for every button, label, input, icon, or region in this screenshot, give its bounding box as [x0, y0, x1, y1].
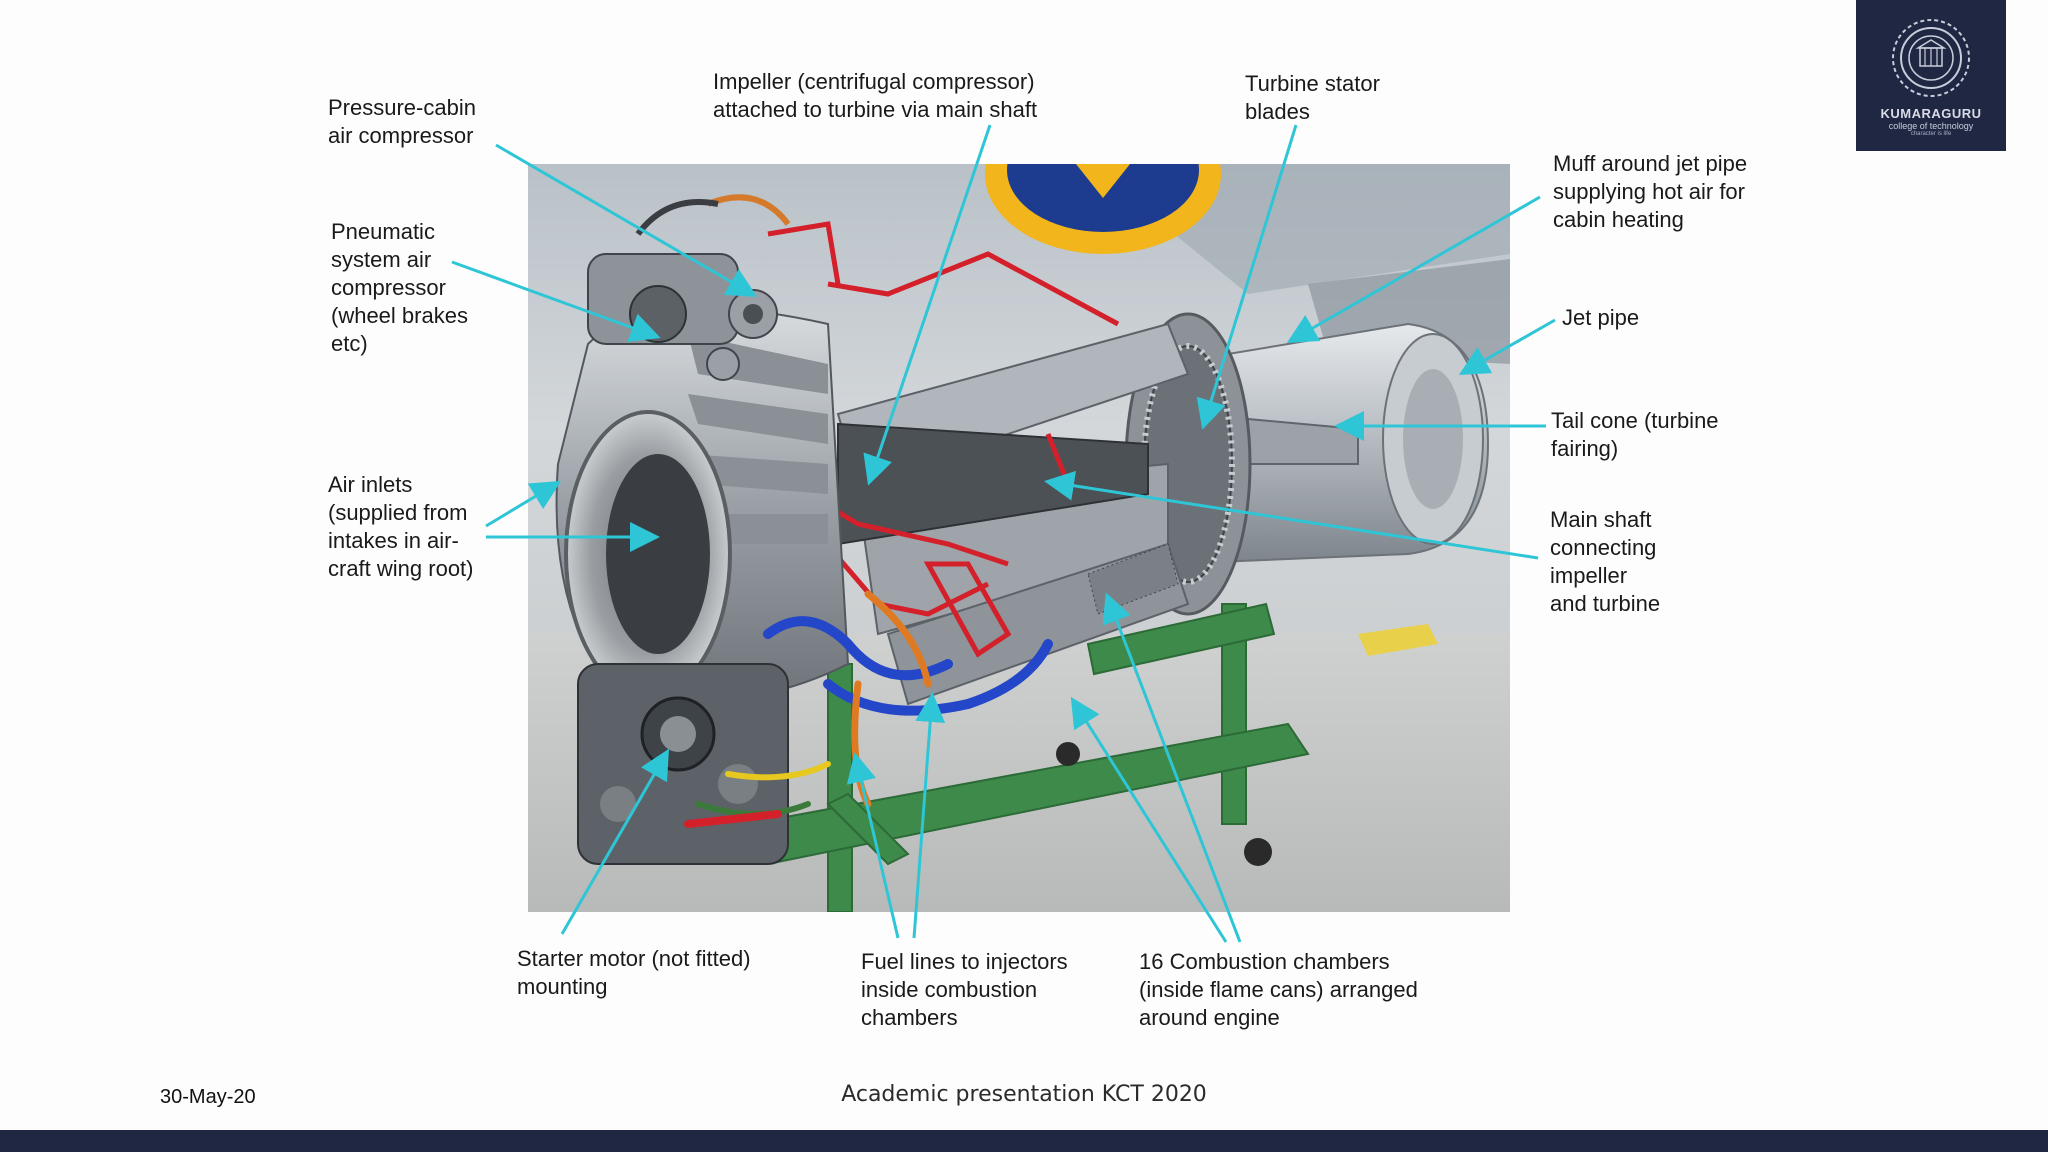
air-intake-opening [606, 454, 710, 654]
label-pressure-cabin-compressor: Pressure-cabin air compressor [328, 95, 476, 148]
label-muff: Muff around jet pipe supplying hot air f… [1553, 151, 1748, 232]
college-logo: KUMARAGURU college of technology charact… [1856, 0, 2006, 151]
label-tail-cone: Tail cone (turbine fairing) [1551, 408, 1719, 461]
footer-caption: Academic presentation KCT 2020 [841, 1082, 1207, 1107]
footer-bar [0, 1130, 2048, 1152]
label-starter-motor: Starter motor (not fitted) mounting [517, 946, 751, 999]
roundel-marking [985, 164, 1221, 254]
label-main-shaft: Main shaft connecting impeller and turbi… [1550, 507, 1661, 616]
college-emblem-icon [1892, 19, 1970, 97]
logo-tagline: character is life [1910, 131, 1952, 137]
label-impeller: Impeller (centrifugal compressor) attach… [713, 69, 1038, 122]
starter-mounting [577, 663, 789, 865]
stand-wheel [1244, 838, 1272, 866]
label-fuel-lines: Fuel lines to injectors inside combustio… [861, 949, 1068, 1030]
label-jet-pipe: Jet pipe [1562, 305, 1640, 330]
floor-placard [1358, 624, 1438, 656]
stand-wheel [1056, 742, 1080, 766]
footer-date: 30-May-20 [160, 1086, 256, 1108]
logo-name: KUMARAGURU [1880, 106, 1982, 121]
engine-cutaway-photo [528, 164, 1510, 912]
label-pneumatic-compressor: Pneumatic system air compressor (wheel b… [331, 219, 468, 356]
label-combustion-chambers: 16 Combustion chambers (inside flame can… [1139, 949, 1418, 1030]
label-air-inlets: Air inlets (supplied from intakes in air… [328, 472, 474, 581]
label-turbine-stator: Turbine stator blades [1245, 71, 1380, 124]
logo-subtitle: college of technology [1888, 121, 1974, 131]
